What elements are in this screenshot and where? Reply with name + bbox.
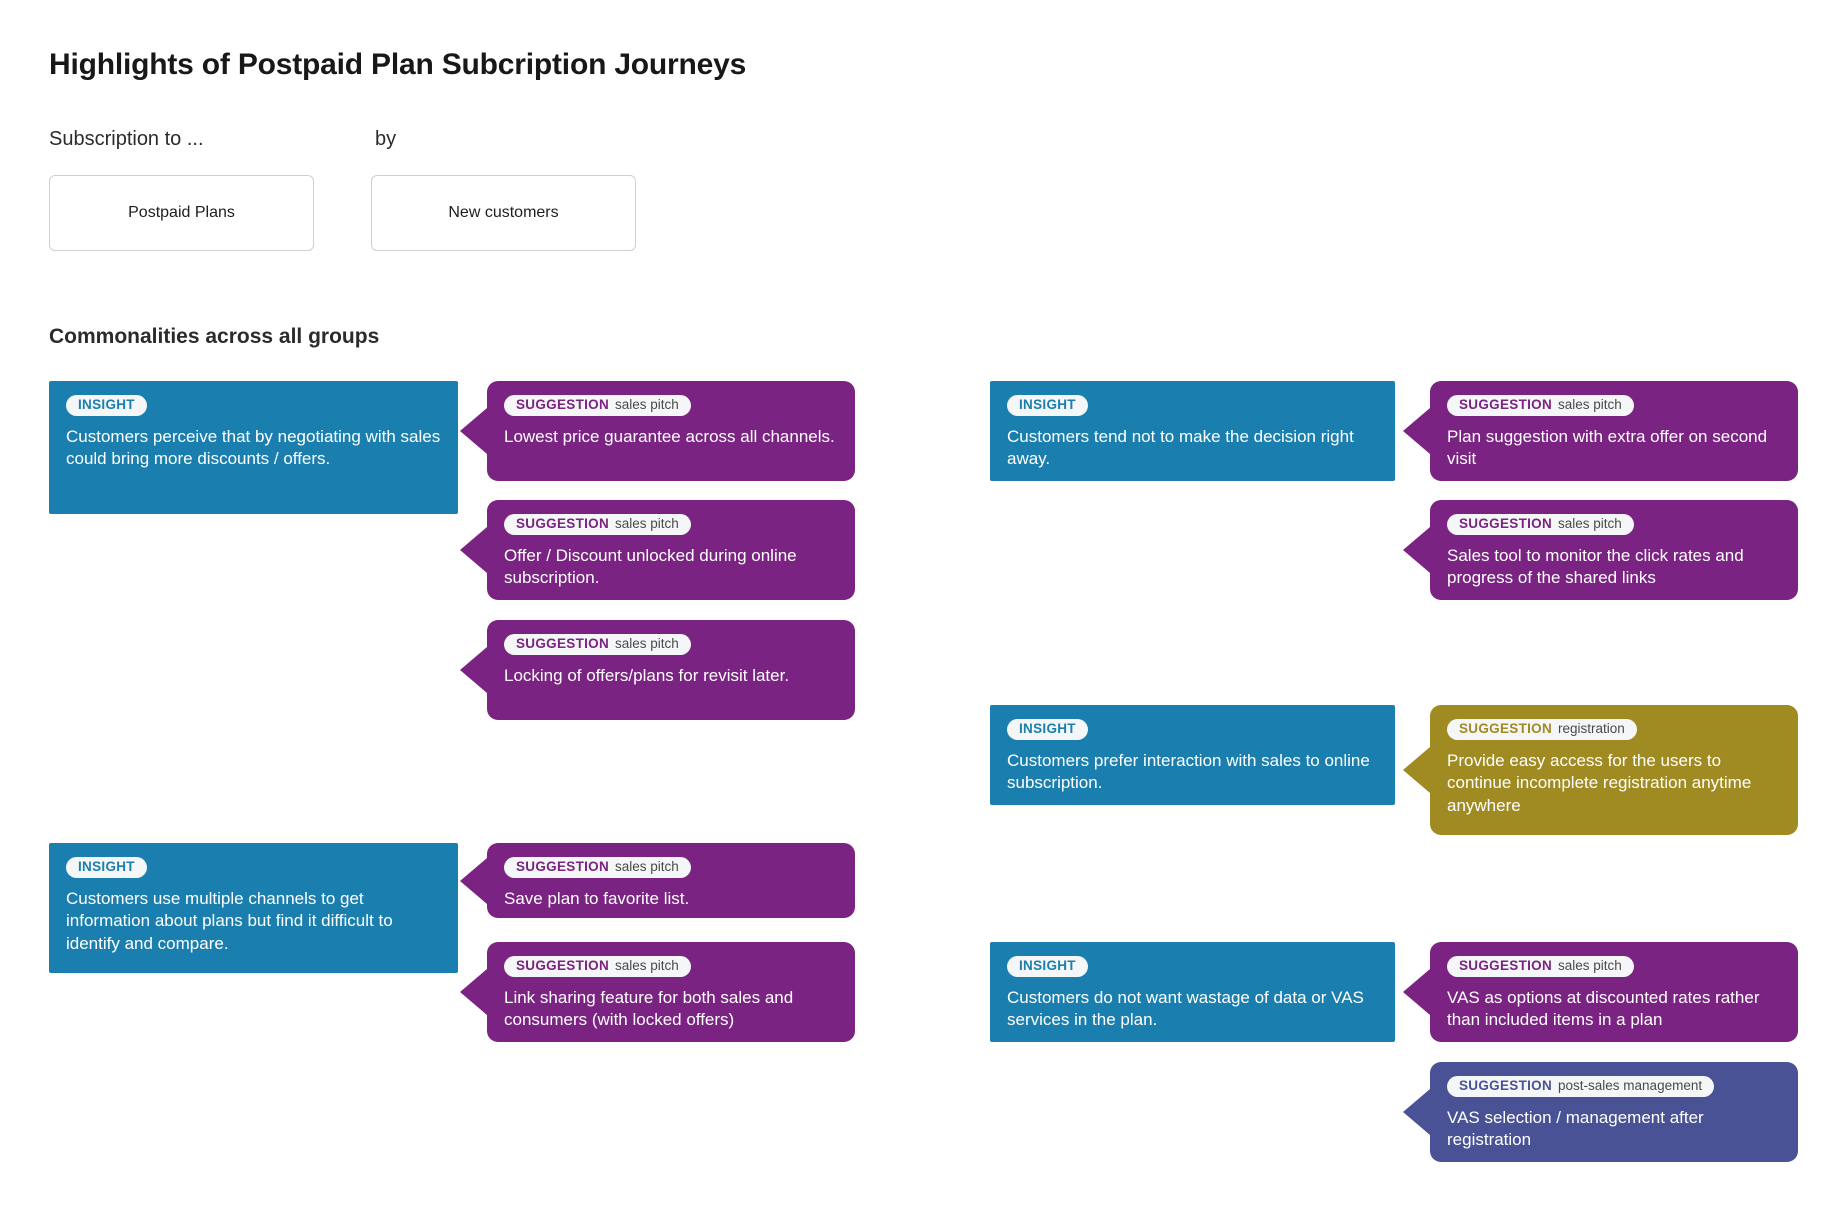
suggestion-text: Link sharing feature for both sales and …	[504, 987, 794, 1030]
insight-badge: INSIGHT	[66, 857, 147, 878]
insight-text: Customers do not want wastage of data or…	[1007, 987, 1364, 1030]
suggestion-category-label: sales pitch	[1558, 397, 1622, 412]
suggestion-pointer-icon	[1403, 747, 1430, 793]
insight-badge: INSIGHT	[1007, 395, 1088, 416]
suggestion-text: Provide easy access for the users to con…	[1447, 750, 1752, 816]
suggestion-text: VAS selection / management after registr…	[1447, 1107, 1704, 1150]
insight-badge: INSIGHT	[66, 395, 147, 416]
insight-badge-label: INSIGHT	[78, 859, 135, 874]
suggestion-category-label: sales pitch	[615, 859, 679, 874]
insight-badge-label: INSIGHT	[1019, 721, 1076, 736]
suggestion-badge: SUGGESTION sales pitch	[504, 634, 691, 655]
suggestion-badge-label: SUGGESTION	[516, 859, 610, 874]
filter-label-by: by	[375, 128, 397, 150]
suggestion-text: Save plan to favorite list.	[504, 888, 690, 908]
suggestion-category-label: post-sales management	[1558, 1078, 1703, 1093]
section-title: Commonalities across all groups	[49, 325, 380, 348]
suggestion-badge-label: SUGGESTION	[1459, 397, 1553, 412]
suggestion-badge-label: SUGGESTION	[516, 397, 610, 412]
suggestion-category-label: sales pitch	[615, 397, 679, 412]
suggestion-text: Plan suggestion with extra offer on seco…	[1447, 426, 1768, 469]
insight-card[interactable]: INSIGHT Customers perceive that by negoti…	[49, 381, 458, 514]
suggestion-badge: SUGGESTION sales pitch	[504, 514, 691, 535]
suggestion-text: Sales tool to monitor the click rates an…	[1447, 545, 1744, 588]
suggestion-badge: SUGGESTION post-sales management	[1447, 1076, 1715, 1097]
suggestion-text: Lowest price guarantee across all channe…	[504, 426, 835, 446]
insight-card[interactable]: INSIGHT Customers tend not to make the de…	[990, 381, 1395, 481]
suggestion-badge-label: SUGGESTION	[1459, 721, 1553, 736]
suggestion-category-label: sales pitch	[615, 516, 679, 531]
insight-card[interactable]: INSIGHT Customers prefer interaction with…	[990, 705, 1395, 805]
suggestion-badge: SUGGESTION registration	[1447, 719, 1637, 740]
suggestion-text: Locking of offers/plans for revisit late…	[504, 665, 790, 685]
insight-text: Customers tend not to make the decision …	[1007, 426, 1354, 469]
suggestion-category-label: sales pitch	[615, 958, 679, 973]
suggestion-badge: SUGGESTION sales pitch	[1447, 395, 1634, 416]
suggestion-badge-label: SUGGESTION	[1459, 958, 1553, 973]
suggestion-pointer-icon	[1403, 969, 1430, 1015]
insight-text: Customers perceive that by negotiating w…	[66, 426, 441, 469]
suggestion-category-label: sales pitch	[615, 636, 679, 651]
suggestion-badge: SUGGESTION sales pitch	[504, 857, 691, 878]
suggestion-category-label: sales pitch	[1558, 958, 1622, 973]
insight-card[interactable]: INSIGHT Customers do not want wastage of …	[990, 942, 1395, 1042]
suggestion-badge-label: SUGGESTION	[1459, 516, 1553, 531]
suggestion-badge: SUGGESTION sales pitch	[504, 395, 691, 416]
suggestion-pointer-icon	[460, 969, 487, 1015]
suggestion-badge-label: SUGGESTION	[516, 636, 610, 651]
insight-text: Customers use multiple channels to get i…	[66, 888, 393, 954]
suggestion-badge-label: SUGGESTION	[516, 516, 610, 531]
suggestion-badge-label: SUGGESTION	[1459, 1078, 1553, 1093]
insight-badge: INSIGHT	[1007, 956, 1088, 977]
insight-card[interactable]: INSIGHT Customers use multiple channels t…	[49, 843, 458, 973]
filter-value-subscription[interactable]: Postpaid Plans	[49, 175, 314, 251]
suggestion-text: VAS as options at discounted rates rathe…	[1447, 987, 1760, 1030]
suggestion-pointer-icon	[1403, 527, 1430, 573]
suggestion-pointer-icon	[460, 857, 487, 904]
suggestion-pointer-icon	[1403, 1089, 1430, 1135]
suggestion-pointer-icon	[460, 527, 487, 573]
suggestion-badge-label: SUGGESTION	[516, 958, 610, 973]
suggestion-badge: SUGGESTION sales pitch	[504, 956, 691, 977]
suggestion-badge: SUGGESTION sales pitch	[1447, 956, 1634, 977]
suggestion-category-label: registration	[1558, 721, 1625, 736]
filter-label-subscription: Subscription to ...	[49, 128, 204, 150]
suggestion-pointer-icon	[1403, 408, 1430, 454]
suggestion-badge: SUGGESTION sales pitch	[1447, 514, 1634, 535]
insight-badge-label: INSIGHT	[78, 397, 135, 412]
page-title: Highlights of Postpaid Plan Subcription …	[49, 48, 747, 81]
insight-text: Customers prefer interaction with sales …	[1007, 750, 1370, 793]
suggestion-pointer-icon	[460, 408, 487, 454]
suggestion-category-label: sales pitch	[1558, 516, 1622, 531]
insight-badge-label: INSIGHT	[1019, 397, 1076, 412]
insight-badge: INSIGHT	[1007, 719, 1088, 740]
suggestion-text: Offer / Discount unlocked during online …	[504, 545, 797, 588]
insight-badge-label: INSIGHT	[1019, 958, 1076, 973]
filter-value-by[interactable]: New customers	[371, 175, 636, 251]
suggestion-pointer-icon	[460, 647, 487, 693]
